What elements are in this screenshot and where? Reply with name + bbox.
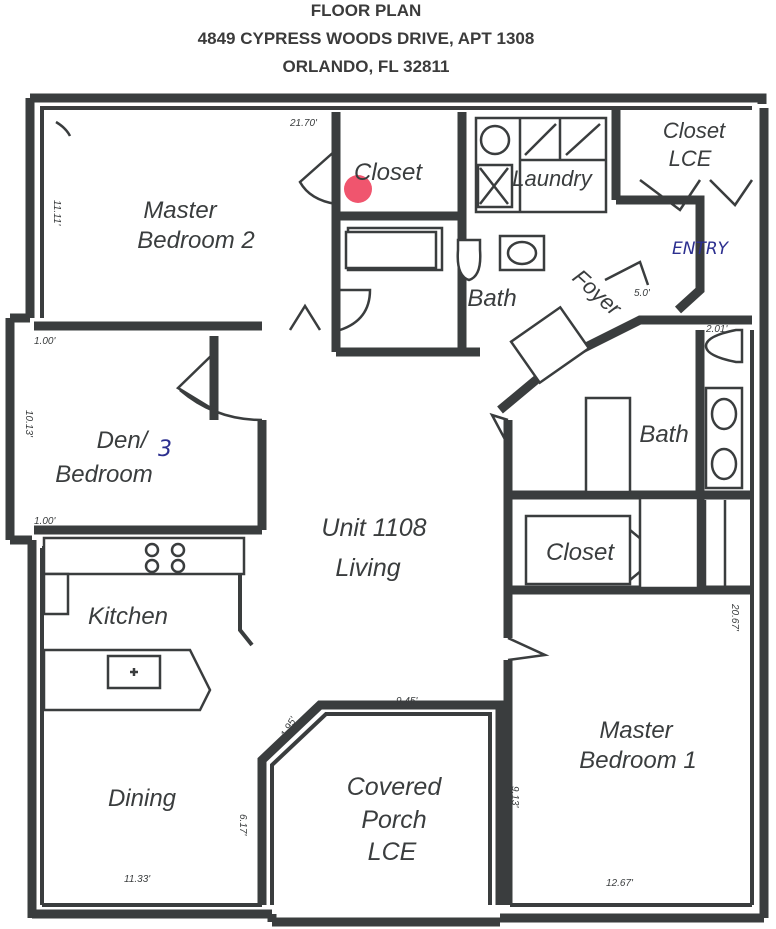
room-labels: Master Bedroom 2 Closet Laundry Closet L…	[55, 118, 729, 866]
right-sink-top	[710, 397, 738, 431]
plan-address: 4849 CYPRESS WOODS DRIVE, APT 1308	[198, 29, 535, 48]
right-toilet	[704, 328, 744, 364]
label-dining: Dining	[108, 785, 177, 812]
label-master-bedroom-1-line2: Bedroom 1	[579, 747, 696, 774]
label-bath-right: Bath	[639, 421, 688, 448]
label-master-bedroom-1-line1: Master	[599, 717, 673, 744]
label-covered-porch-line3: LCE	[368, 838, 417, 866]
marker-dot	[344, 175, 372, 203]
label-unit-living-line2: Living	[335, 554, 400, 582]
dim-porch-top: 9.45'	[396, 696, 418, 707]
dim-porch-left: 6.17'	[237, 814, 248, 836]
dim-dining-bottom: 11.33'	[124, 874, 151, 885]
dim-den-left: 10.13'	[23, 410, 34, 438]
label-closet-lce-line2: LCE	[669, 146, 712, 171]
dim-bath-right: 2.01'	[705, 324, 728, 335]
label-closet-right: Closet	[546, 539, 615, 566]
upper-sink	[506, 240, 538, 266]
kitchen-counter-top	[42, 536, 246, 576]
right-tub	[584, 396, 632, 494]
washer-drum	[479, 124, 511, 156]
label-den-handwritten: 3	[158, 437, 172, 462]
burner-4	[170, 558, 186, 574]
kitchen-fridge	[42, 572, 70, 616]
dim-top-mb2: 21.70'	[289, 118, 318, 129]
dim-den-bottom: 1.00'	[34, 516, 56, 527]
closet-right-rod	[524, 514, 632, 586]
label-closet-top: Closet	[354, 159, 423, 186]
burner-3	[144, 558, 160, 574]
label-den-line1: Den/	[97, 427, 150, 454]
label-kitchen: Kitchen	[88, 603, 168, 630]
dim-mb1-right: 20.67'	[729, 603, 740, 632]
fixtures	[42, 116, 744, 712]
label-master-bedroom-2-line1: Master	[143, 197, 217, 224]
dim-mb1-left: 9.13'	[509, 786, 520, 808]
dimension-labels: 21.70' 11.11' 1.00' 10.13' 1.00' 2.01' 2…	[23, 118, 740, 889]
upper-tub	[344, 230, 438, 270]
burner-2	[170, 542, 186, 558]
burner-1	[144, 542, 160, 558]
upper-toilet	[456, 238, 482, 282]
plan-city: ORLANDO, FL 32811	[283, 57, 450, 76]
kitchen-sink	[106, 654, 162, 690]
hall-closet-shelf	[638, 496, 700, 590]
interior-walls	[34, 108, 752, 905]
plan-title: FLOOR PLAN	[311, 1, 422, 20]
label-laundry: Laundry	[512, 166, 594, 191]
foyer-shower	[509, 305, 591, 385]
label-unit-living-line1: Unit 1108	[321, 514, 426, 542]
label-closet-lce-line1: Closet	[663, 118, 726, 143]
label-den-line2: Bedroom	[55, 461, 152, 488]
dim-mb1-bottom: 12.67'	[606, 878, 634, 889]
exterior-walls	[5, 93, 769, 927]
right-sink-bottom	[710, 447, 738, 481]
label-master-bedroom-2-line2: Bedroom 2	[137, 227, 254, 254]
label-entry: ENTRY	[672, 239, 730, 259]
label-bath-upper: Bath	[467, 285, 516, 312]
label-covered-porch-line2: Porch	[361, 806, 426, 834]
dim-den-top: 1.00'	[34, 336, 56, 347]
dim-foyer: 5.0'	[634, 288, 651, 299]
label-covered-porch-line1: Covered	[347, 773, 443, 801]
dim-left-mb2: 11.11'	[51, 200, 62, 227]
